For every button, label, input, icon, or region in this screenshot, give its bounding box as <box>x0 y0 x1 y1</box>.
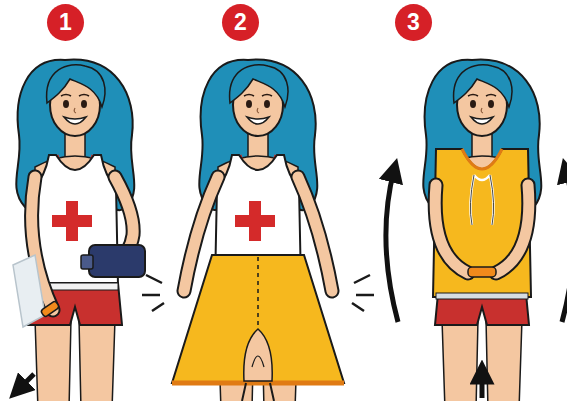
vest-strings <box>470 175 493 225</box>
seam <box>257 257 259 327</box>
belt <box>436 293 528 299</box>
waist-buckle <box>468 267 496 277</box>
badge-circle <box>395 4 432 41</box>
up-arrow <box>480 372 485 398</box>
legs-below <box>242 383 274 401</box>
arm-outline <box>496 185 529 273</box>
arm <box>435 185 468 273</box>
lift-arrow <box>562 170 567 322</box>
arm-outline <box>435 185 468 273</box>
inflated-vest <box>433 149 531 297</box>
step-number-badge: 2 <box>222 4 259 41</box>
head-opening <box>244 329 272 381</box>
pouch-buckle <box>81 255 93 269</box>
badge-circle <box>47 4 84 41</box>
step-number-badge: 3 <box>395 4 432 41</box>
vest-strings-outline <box>470 175 493 225</box>
belt-pouch <box>89 245 145 277</box>
person <box>423 60 541 401</box>
inflated-life-jacket <box>172 255 344 383</box>
opening-detail <box>252 356 264 367</box>
pull-tab <box>40 301 59 318</box>
figure-step-3 <box>423 60 541 401</box>
step-number: 2 <box>234 11 247 34</box>
belt-pouch-ghost <box>13 255 45 327</box>
direction-arrow <box>18 374 34 390</box>
arm <box>496 185 529 273</box>
person <box>16 60 134 401</box>
lift-arrow <box>386 170 398 322</box>
figure-step-2 <box>142 60 374 401</box>
step-number: 3 <box>407 11 420 34</box>
figure-step-1 <box>13 60 145 401</box>
vest-collar <box>462 149 502 169</box>
step-number: 1 <box>59 11 72 34</box>
step-number-badge: 1 <box>47 4 84 41</box>
motion-lines <box>142 275 374 311</box>
badge-circle <box>222 4 259 41</box>
